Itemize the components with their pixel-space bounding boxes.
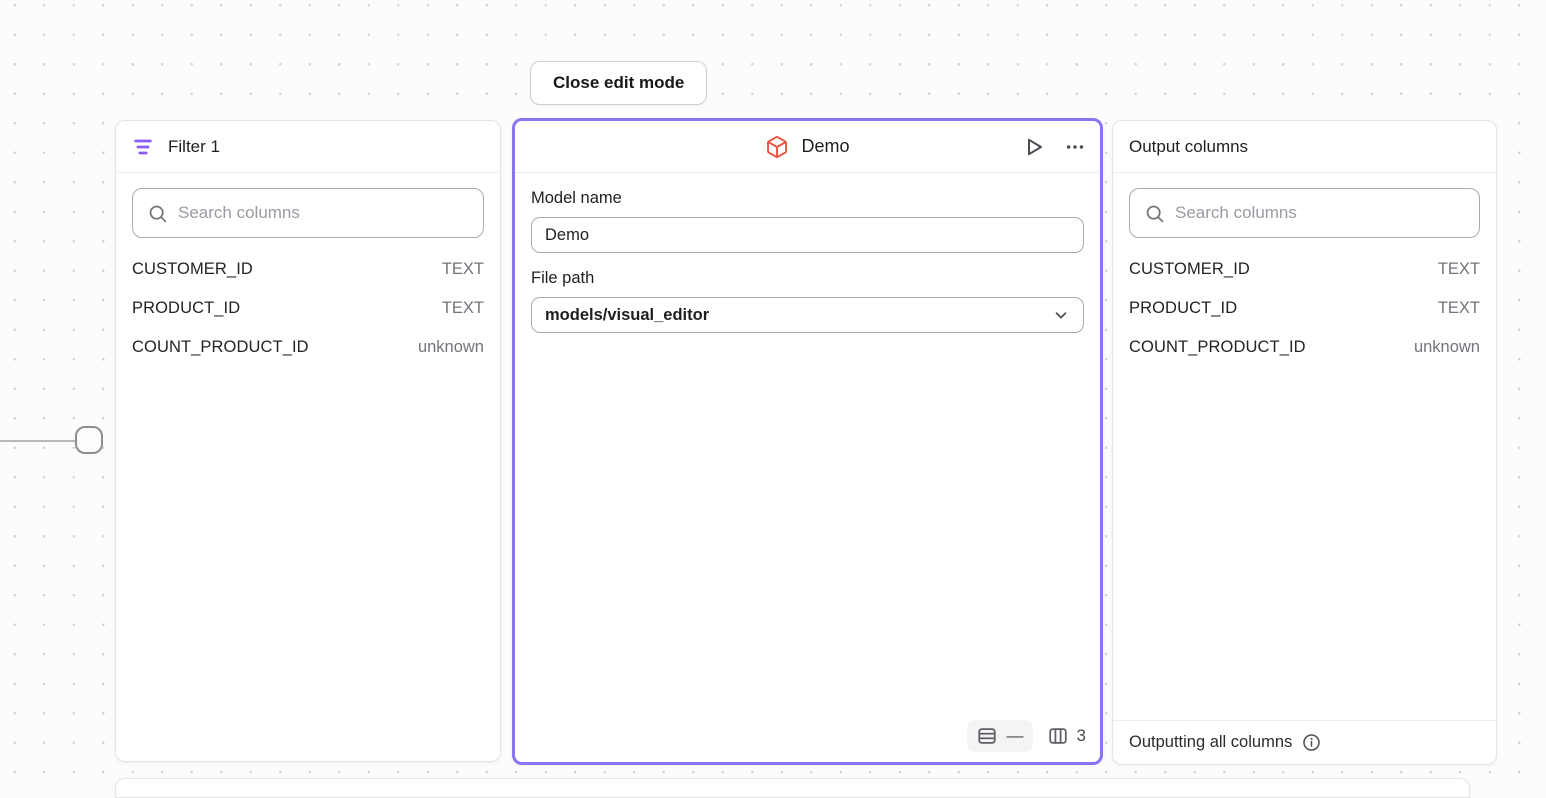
column-type: unknown <box>1413 338 1480 356</box>
output-panel-footer: Outputting all columns <box>1113 720 1496 764</box>
output-footer-text: Outputting all columns <box>1129 733 1293 751</box>
column-row[interactable]: COUNT_PRODUCT_ID unknown <box>1129 328 1480 367</box>
column-name: CUSTOMER_ID <box>132 260 253 278</box>
model-panel-header[interactable]: Demo <box>515 121 1100 173</box>
info-icon[interactable] <box>1301 732 1322 753</box>
filter-search-box[interactable] <box>132 188 484 238</box>
model-name-input[interactable] <box>531 217 1084 253</box>
column-count-indicator[interactable]: 3 <box>1047 725 1086 747</box>
file-path-value: models/visual_editor <box>545 305 710 324</box>
search-icon <box>1144 203 1165 224</box>
filter-node-panel: Filter 1 CUSTOMER_ID TEXT PRODUCT_ID TEX… <box>115 120 501 762</box>
play-icon <box>1022 135 1046 159</box>
column-type: TEXT <box>441 299 484 317</box>
output-search-input[interactable] <box>1175 203 1465 223</box>
model-stats-footer: — 3 <box>966 720 1086 752</box>
column-name: PRODUCT_ID <box>1129 299 1238 317</box>
output-search-box[interactable] <box>1129 188 1480 238</box>
more-options-button[interactable] <box>1062 134 1088 160</box>
row-count-value: — <box>1006 726 1024 745</box>
chevron-down-icon <box>1052 306 1070 324</box>
filter-search-input[interactable] <box>178 203 469 223</box>
column-row[interactable]: CUSTOMER_ID TEXT <box>1129 250 1480 289</box>
connector-line <box>0 440 77 442</box>
model-panel-title: Demo <box>801 136 850 156</box>
connector-handle[interactable] <box>75 426 103 454</box>
column-row[interactable]: PRODUCT_ID TEXT <box>1129 289 1480 328</box>
row-count-indicator[interactable]: — <box>966 720 1033 752</box>
column-row[interactable]: PRODUCT_ID TEXT <box>132 289 484 328</box>
filter-columns-list: CUSTOMER_ID TEXT PRODUCT_ID TEXT COUNT_P… <box>116 248 500 369</box>
column-row[interactable]: CUSTOMER_ID TEXT <box>132 250 484 289</box>
filter-panel-header[interactable]: Filter 1 <box>116 121 500 173</box>
column-type: TEXT <box>1437 260 1480 278</box>
column-type: TEXT <box>441 260 484 278</box>
output-columns-panel: Output columns CUSTOMER_ID TEXT PRODUCT_… <box>1112 120 1497 765</box>
ellipsis-icon <box>1064 136 1086 158</box>
output-columns-list: CUSTOMER_ID TEXT PRODUCT_ID TEXT COUNT_P… <box>1113 248 1496 369</box>
search-icon <box>147 203 168 224</box>
output-panel-header: Output columns <box>1113 121 1496 173</box>
run-button[interactable] <box>1020 133 1048 161</box>
column-name: COUNT_PRODUCT_ID <box>1129 338 1306 356</box>
column-row[interactable]: COUNT_PRODUCT_ID unknown <box>132 328 484 367</box>
close-edit-mode-button[interactable]: Close edit mode <box>530 61 708 105</box>
column-type: TEXT <box>1437 299 1480 317</box>
column-name: COUNT_PRODUCT_ID <box>132 338 309 356</box>
rows-icon <box>976 725 998 747</box>
column-type: unknown <box>417 338 484 356</box>
column-count-value: 3 <box>1076 726 1086 745</box>
model-cube-icon <box>765 135 789 159</box>
columns-icon <box>1047 725 1069 747</box>
output-panel-title: Output columns <box>1129 136 1249 156</box>
filter-icon <box>132 136 154 158</box>
file-path-select[interactable]: models/visual_editor <box>531 297 1084 333</box>
file-path-label: File path <box>531 269 595 287</box>
model-name-label: Model name <box>531 189 622 207</box>
bottom-panel[interactable] <box>115 778 1470 798</box>
column-name: PRODUCT_ID <box>132 299 241 317</box>
filter-panel-title: Filter 1 <box>168 136 220 156</box>
model-node-panel: Demo Mo <box>512 118 1103 765</box>
column-name: CUSTOMER_ID <box>1129 260 1250 278</box>
